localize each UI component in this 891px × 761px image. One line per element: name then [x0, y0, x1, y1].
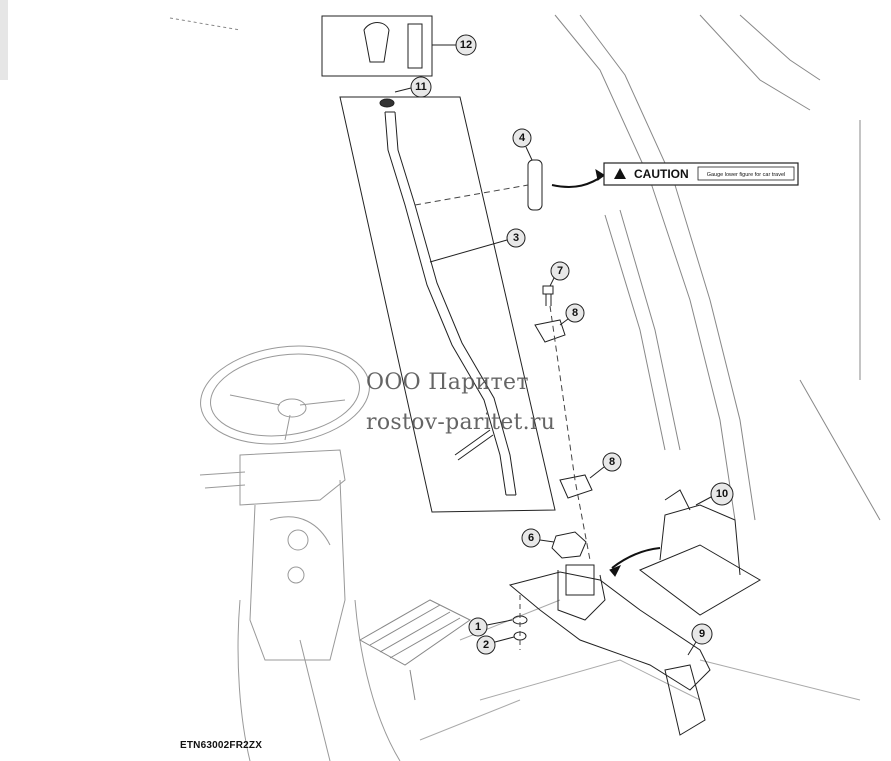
svg-text:12: 12: [460, 39, 472, 51]
roll-pin: [454, 429, 494, 461]
svg-text:7: 7: [557, 265, 563, 277]
svg-text:8: 8: [609, 456, 615, 468]
caution-arrow: [551, 174, 605, 188]
shift-lever: [384, 111, 517, 496]
callout-11: 12: [432, 34, 477, 56]
watermark-line2: rostov-paritet.ru: [366, 410, 556, 435]
floor: [419, 599, 861, 741]
svg-text:4: 4: [519, 132, 526, 144]
boot-10: [639, 489, 761, 616]
knob-box: [321, 15, 433, 77]
svg-text:11: 11: [415, 81, 427, 93]
svg-text:8: 8: [572, 307, 578, 319]
callout-4: 4: [512, 128, 533, 161]
svg-text:9: 9: [699, 628, 705, 640]
sheet-edge: [0, 0, 8, 80]
svg-text:2: 2: [483, 639, 489, 651]
document-code: ETN63002FR2ZX: [180, 740, 263, 751]
shift-knob: [363, 22, 390, 63]
shift-pattern-decal: [407, 23, 423, 69]
callout-12: 11: [394, 76, 432, 98]
caution-title: CAUTION: [634, 167, 689, 181]
bolt-7: [542, 285, 554, 306]
plate-8-lower: [559, 474, 593, 499]
svg-text:1: 1: [475, 621, 481, 633]
callouts: 12 11 4 3 7 8 8 10 6 1 2 9: [394, 34, 734, 656]
pedal: [358, 599, 471, 701]
steering-column: [199, 449, 401, 761]
callout-9: 9: [687, 623, 713, 656]
caution-detail: Gauge lower figure for car travel: [707, 172, 786, 178]
watermark-line1: ООО Паритет: [366, 370, 529, 395]
lever-assembly-box: [339, 96, 556, 513]
boot-arrow: [611, 547, 661, 569]
callout-2: 2: [476, 635, 515, 655]
svg-text:3: 3: [513, 232, 519, 244]
callout-3: 3: [429, 228, 526, 263]
callout-1: 1: [468, 617, 513, 637]
callout-7: 7: [549, 261, 570, 287]
callout-8-top: 8: [559, 303, 585, 326]
caution-decal: CAUTION Gauge lower figure for car trave…: [603, 162, 799, 186]
svg-text:6: 6: [528, 532, 534, 544]
cab-pillar: [169, 14, 881, 521]
steering-wheel: [200, 345, 370, 445]
callout-6: 6: [521, 528, 555, 548]
callout-10: 10: [695, 482, 734, 506]
bracket-9: [508, 564, 711, 736]
callout-8-lower: 8: [589, 452, 622, 479]
plate-8-top: [534, 319, 566, 343]
knob-6: [551, 531, 587, 559]
svg-text:10: 10: [716, 488, 728, 500]
nut-12: [379, 98, 395, 108]
grip-4: [527, 159, 543, 211]
